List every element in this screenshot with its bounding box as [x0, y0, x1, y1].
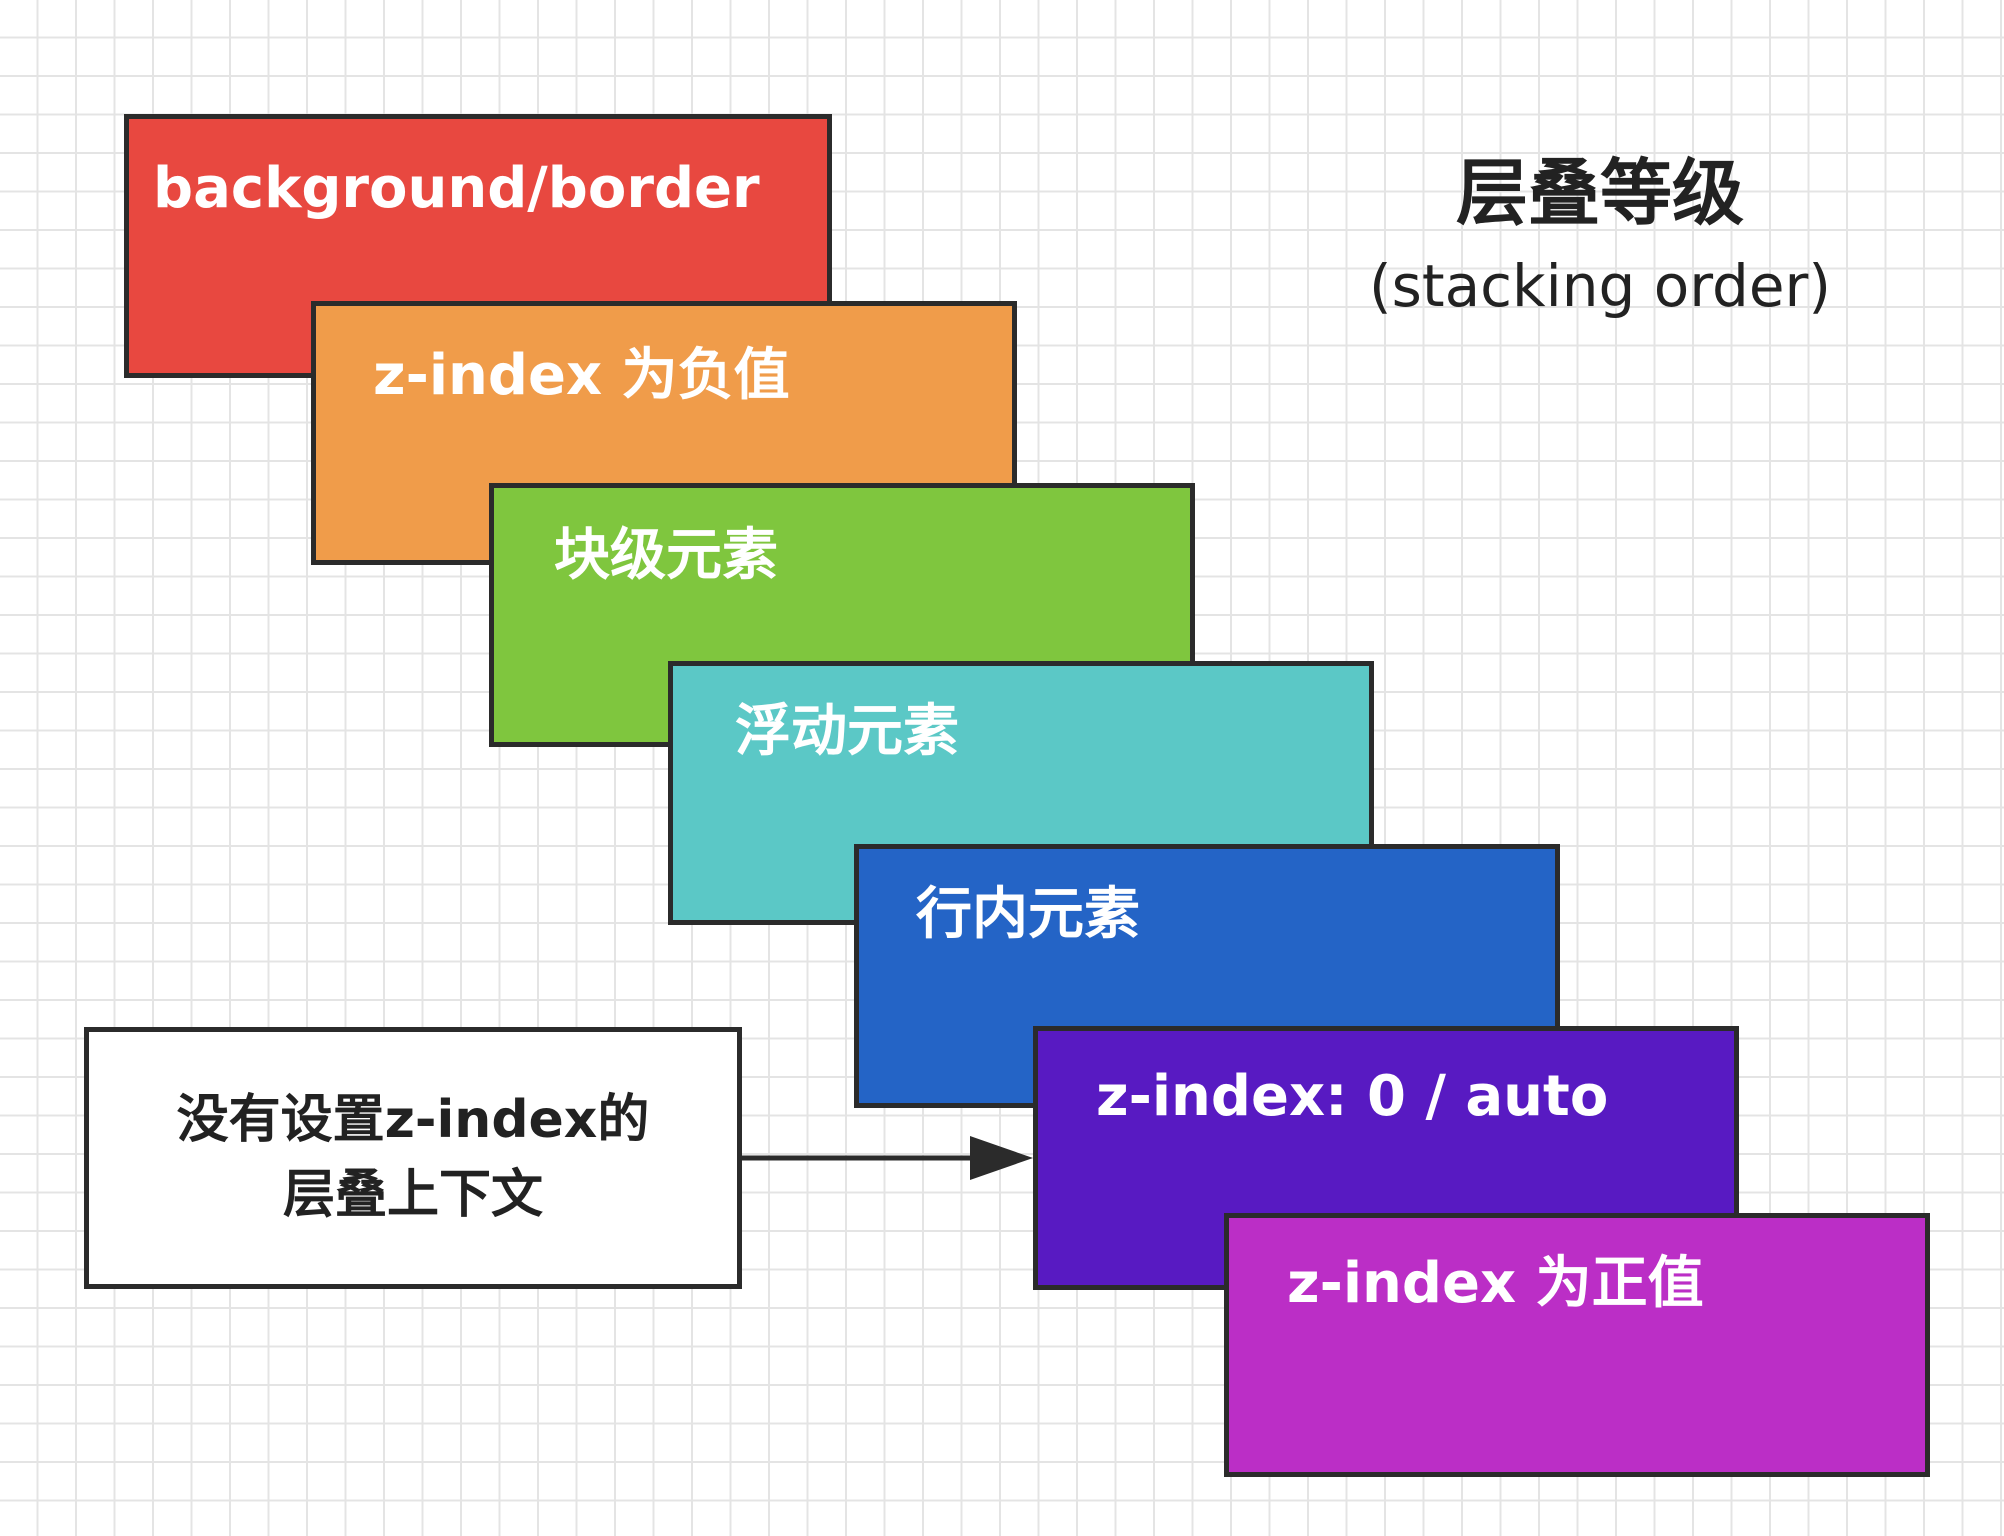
note-line-1: 没有设置z-index的 — [176, 1089, 650, 1150]
arrow-head-icon — [970, 1136, 1033, 1180]
note-line-2: 层叠上下文 — [282, 1165, 543, 1225]
layer-label: 行内元素 — [916, 882, 1140, 947]
layer-label: background/border — [153, 156, 760, 221]
layer-positive-z-index: z-index 为正值 — [1224, 1213, 1930, 1477]
note-text: 没有设置z-index的 层叠上下文 — [177, 1083, 650, 1234]
layer-label: z-index 为正值 — [1287, 1251, 1704, 1316]
layer-label: z-index: 0 / auto — [1096, 1064, 1609, 1129]
title-subtitle: (stacking order) — [1368, 252, 1832, 321]
layer-label: z-index 为负值 — [373, 343, 790, 408]
note-box: 没有设置z-index的 层叠上下文 — [84, 1027, 742, 1289]
layer-label: 浮动元素 — [735, 699, 959, 764]
layer-label: 块级元素 — [554, 523, 778, 588]
diagram-title: 层叠等级 (stacking order) — [1340, 150, 1860, 328]
title-main: 层叠等级 — [1455, 151, 1744, 235]
